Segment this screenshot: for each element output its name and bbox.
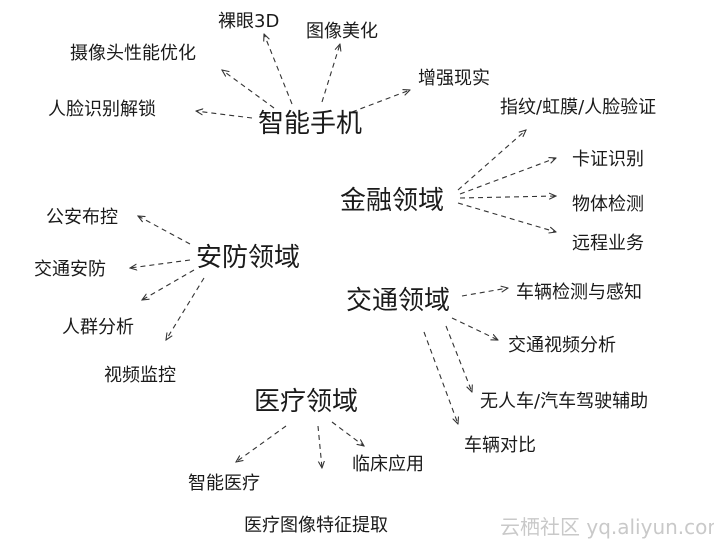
hub-traffic: 交通领域 xyxy=(346,286,450,316)
leaf-traffic-3: 车辆对比 xyxy=(464,435,536,456)
edges-layer xyxy=(130,34,556,468)
hub-medical: 医疗领域 xyxy=(254,387,358,417)
edge-phone-3 xyxy=(196,111,253,119)
leaf-traffic-2: 无人车/汽车驾驶辅助 xyxy=(480,391,648,412)
leaf-security-0: 公安布控 xyxy=(46,207,118,228)
leaf-finance-2: 物体检测 xyxy=(572,194,644,215)
edge-finance-3 xyxy=(457,202,556,232)
edge-medical-1 xyxy=(317,425,322,468)
leaf-security-3: 视频监控 xyxy=(104,365,176,386)
edge-phone-4 xyxy=(351,90,410,113)
leaf-phone-1: 图像美化 xyxy=(306,21,378,42)
leaf-traffic-1: 交通视频分析 xyxy=(508,335,616,356)
edge-security-1 xyxy=(130,259,191,268)
leaf-phone-2: 摄像头性能优化 xyxy=(70,43,196,64)
watermark-text: 云栖社区 yq.aliyun.com xyxy=(500,515,714,539)
leaf-phone-0: 裸眼3D xyxy=(218,11,279,32)
leaf-medical-1: 医疗图像特征提取 xyxy=(244,515,388,536)
leaf-finance-1: 卡证识别 xyxy=(572,149,644,170)
leaf-finance-3: 远程业务 xyxy=(572,233,644,254)
leaf-phone-4: 增强现实 xyxy=(418,68,490,89)
hub-phone: 智能手机 xyxy=(258,109,362,139)
edge-security-3 xyxy=(166,277,205,340)
edge-finance-0 xyxy=(457,130,526,191)
edge-traffic-0 xyxy=(461,288,508,297)
leaf-medical-2: 临床应用 xyxy=(352,454,424,475)
edge-traffic-1 xyxy=(451,317,498,340)
edge-security-2 xyxy=(142,269,195,300)
leaf-phone-3: 人脸识别解锁 xyxy=(48,99,156,120)
edge-medical-0 xyxy=(236,425,287,462)
edge-traffic-3 xyxy=(423,331,458,424)
edge-finance-1 xyxy=(459,158,556,195)
hub-security: 安防领域 xyxy=(196,243,300,273)
edge-phone-2 xyxy=(222,70,275,109)
edge-phone-0 xyxy=(264,34,293,105)
edge-security-0 xyxy=(138,216,191,245)
hub-finance: 金融领域 xyxy=(340,186,444,216)
leaf-security-2: 人群分析 xyxy=(62,317,134,338)
edge-medical-2 xyxy=(331,421,364,446)
leaf-medical-0: 智能医疗 xyxy=(188,473,260,494)
leaf-finance-0: 指纹/虹膜/人脸验证 xyxy=(500,97,656,118)
leaf-traffic-0: 车辆检测与感知 xyxy=(516,282,642,303)
leaf-security-1: 交通安防 xyxy=(34,259,106,280)
edge-traffic-2 xyxy=(445,325,472,392)
edge-finance-2 xyxy=(459,196,556,198)
edge-phone-1 xyxy=(321,44,340,103)
